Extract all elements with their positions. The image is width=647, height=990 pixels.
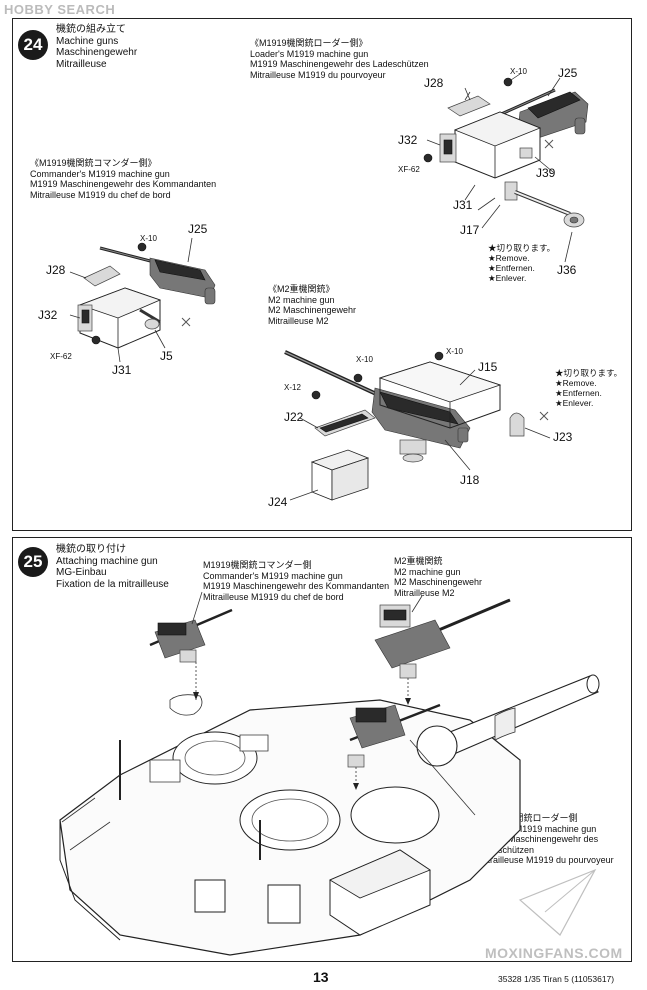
step-25-m2-caption: M2重機関銃 M2 machine gun M2 Maschinengewehr… bbox=[394, 556, 482, 598]
remove-note-loader: ★切り取ります。 ★Remove. ★Entfernen. ★Enlever. bbox=[488, 243, 555, 283]
watermark-bottom-text: MOXINGFANS.COM bbox=[485, 945, 623, 961]
step-25-m2-gun bbox=[374, 595, 511, 705]
step-25-title: 機銃の取り付け Attaching machine gun MG-Einbau … bbox=[56, 544, 169, 590]
moxingfans-watermark: MOXINGFANS.COM bbox=[485, 945, 623, 961]
part-label-commander-j25: J25 bbox=[188, 222, 208, 236]
m2-cradle-drawing bbox=[289, 361, 551, 501]
step-24-badge: 24 bbox=[18, 30, 48, 60]
part-label-loader-j28: J28 bbox=[424, 76, 444, 90]
part-label-loader-j17: J17 bbox=[460, 223, 480, 237]
paint-loader-mount: XF-62 bbox=[398, 165, 420, 174]
part-label-loader-j25: J25 bbox=[558, 66, 578, 80]
step-25-title-jp: 機銃の取り付け bbox=[56, 544, 126, 555]
paint-m2-ammo: X-12 bbox=[284, 383, 301, 392]
remove-loader-en: ★Remove. bbox=[488, 253, 530, 263]
step-24-number: 24 bbox=[23, 35, 43, 54]
step-25-number: 25 bbox=[23, 552, 43, 571]
part-label-commander-j28: J28 bbox=[46, 263, 66, 277]
part-label-loader-j36: J36 bbox=[557, 263, 577, 277]
m2-caption-en: M2 machine gun bbox=[268, 294, 335, 305]
remove-m2-jp: ★切り取ります。 bbox=[555, 368, 623, 378]
remove-loader-jp: ★切り取ります。 bbox=[488, 243, 556, 253]
step-24-title-en: Machine guns bbox=[56, 35, 119, 47]
part-label-m2-j22: J22 bbox=[284, 410, 304, 424]
m2-caption: 《M2重機関銃》 M2 machine gun M2 Maschinengewe… bbox=[268, 284, 356, 326]
step-24-title-jp: 機銃の組み立て bbox=[56, 24, 126, 35]
step-25-loader-fr: Mitrailleuse M1919 du pourvoyeur bbox=[478, 855, 614, 865]
step-24-title-fr: Mitrailleuse bbox=[56, 58, 107, 70]
paint-commander-mount: XF-62 bbox=[50, 352, 72, 361]
commander-gun-drawing bbox=[99, 242, 216, 305]
step-25-commander-en: Commander's M1919 machine gun bbox=[203, 570, 343, 581]
paper-plane-logo bbox=[518, 868, 597, 936]
page-number: 13 bbox=[313, 969, 329, 985]
remove-loader-fr: ★Enlever. bbox=[488, 273, 527, 283]
part-label-loader-j31: J31 bbox=[453, 198, 473, 212]
commander-caption: 《M1919機関銃コマンダー側》 Commander's M1919 machi… bbox=[30, 158, 216, 200]
part-label-m2-j23: J23 bbox=[553, 430, 573, 444]
loader-mount-drawing bbox=[423, 77, 585, 263]
part-label-commander-j31: J31 bbox=[112, 363, 132, 377]
step-25-commander-de: M1919 Maschinengewehr des Kommandanten bbox=[203, 581, 390, 591]
loader-caption-en: Loader's M1919 machine gun bbox=[250, 48, 369, 59]
commander-caption-en: Commander's M1919 machine gun bbox=[30, 168, 170, 179]
step-25-commander-jp: M1919機関銃コマンダー側 bbox=[203, 560, 312, 570]
hobbysearch-watermark: HOBBY SEARCH bbox=[4, 2, 115, 17]
commander-caption-de: M1919 Maschinengewehr des Kommandanten bbox=[30, 179, 217, 189]
part-label-m2-j18: J18 bbox=[460, 473, 480, 487]
step-25-title-en: Attaching machine gun bbox=[56, 555, 158, 567]
step-25-loader-gun bbox=[347, 703, 476, 816]
paint-commander-gun: X-10 bbox=[140, 234, 157, 243]
m2-caption-de: M2 Maschinengewehr bbox=[268, 305, 357, 315]
step-25-loader-caption: M1919機関銃ローダー側 Loader's M1919 machine gun… bbox=[478, 813, 614, 866]
step-25-m2-en: M2 machine gun bbox=[394, 566, 461, 577]
paint-m2-gun: X-10 bbox=[356, 355, 373, 364]
step-25-commander-fr: Mitrailleuse M1919 du chef de bord bbox=[203, 591, 344, 602]
step-25-commander-caption: M1919機関銃コマンダー側 Commander's M1919 machine… bbox=[203, 560, 389, 602]
step-25-title-de: MG-Einbau bbox=[56, 567, 107, 578]
step-25-badge: 25 bbox=[18, 547, 48, 577]
loader-caption-fr: Mitrailleuse M1919 du pourvoyeur bbox=[250, 69, 386, 80]
watermark-top-text: HOBBY SEARCH bbox=[4, 2, 116, 17]
step-25-m2-jp: M2重機関銃 bbox=[394, 556, 443, 566]
part-label-commander-j5: J5 bbox=[160, 349, 173, 363]
remove-m2-de: ★Entfernen. bbox=[555, 388, 602, 398]
loader-caption-de: M1919 Maschinengewehr des Ladeschützen bbox=[250, 59, 429, 69]
step-25-commander-gun bbox=[149, 591, 233, 700]
remove-note-m2: ★切り取ります。 ★Remove. ★Entfernen. ★Enlever. bbox=[555, 368, 622, 408]
step-25-m2-fr: Mitrailleuse M2 bbox=[394, 587, 455, 598]
step-25-title-fr: Fixation de la mitrailleuse bbox=[56, 578, 169, 590]
step-25-loader-jp: M1919機関銃ローダー側 bbox=[478, 813, 578, 823]
remove-m2-en: ★Remove. bbox=[555, 378, 597, 388]
loader-caption-jp: 《M1919機関銃ローダー側》 bbox=[250, 38, 368, 48]
remove-loader-de: ★Entfernen. bbox=[488, 263, 535, 273]
commander-caption-fr: Mitrailleuse M1919 du chef de bord bbox=[30, 189, 171, 200]
step-25-loader-en: Loader's M1919 machine gun bbox=[478, 823, 597, 834]
paint-m2-cradle: X-10 bbox=[446, 347, 463, 356]
step-25-m2-de: M2 Maschinengewehr bbox=[394, 577, 483, 587]
turret-body bbox=[59, 674, 600, 956]
step-24-title: 機銃の組み立て Machine guns Maschinengewehr Mit… bbox=[56, 24, 137, 70]
loader-caption: 《M1919機関銃ローダー側》 Loader's M1919 machine g… bbox=[250, 38, 429, 80]
step-25-loader-de2: Ladeschützen bbox=[478, 844, 535, 855]
step-25-loader-de1: M1919 Maschinengewehr des bbox=[478, 834, 599, 844]
part-label-loader-j32: J32 bbox=[398, 133, 418, 147]
commander-mount-drawing bbox=[69, 237, 193, 363]
part-label-m2-j24: J24 bbox=[268, 495, 288, 509]
step-24-title-de: Maschinengewehr bbox=[56, 47, 138, 58]
kit-info: 35328 1/35 Tiran 5 (11053617) bbox=[498, 974, 615, 984]
part-label-commander-j32: J32 bbox=[38, 308, 58, 322]
paint-loader-gun: X-10 bbox=[510, 67, 527, 76]
part-label-loader-j39: J39 bbox=[536, 166, 556, 180]
m2-caption-jp: 《M2重機関銃》 bbox=[268, 284, 335, 294]
m2-caption-fr: Mitrailleuse M2 bbox=[268, 315, 329, 326]
remove-m2-fr: ★Enlever. bbox=[555, 398, 594, 408]
commander-caption-jp: 《M1919機関銃コマンダー側》 bbox=[30, 158, 157, 168]
part-label-m2-j15: J15 bbox=[478, 360, 498, 374]
